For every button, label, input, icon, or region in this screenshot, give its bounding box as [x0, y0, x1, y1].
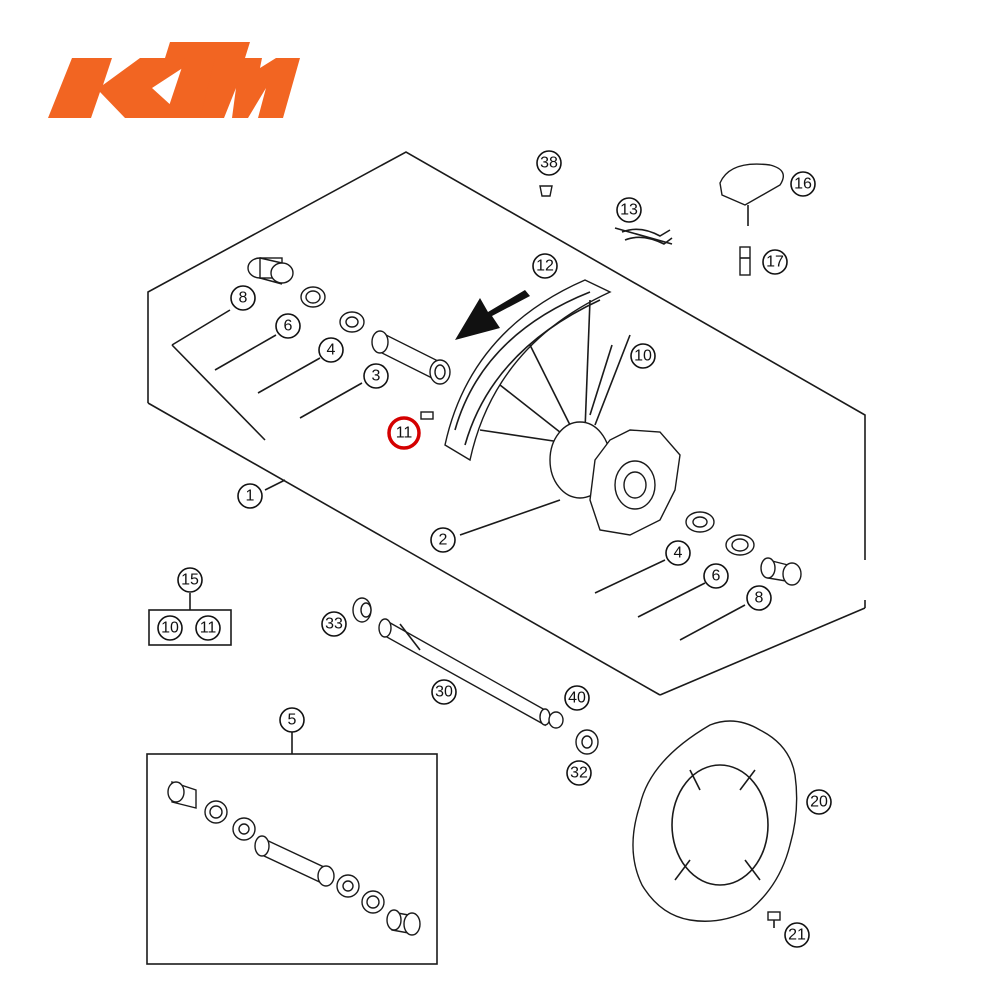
callout-1[interactable]: 1 [237, 483, 263, 509]
svg-text:21: 21 [788, 927, 806, 944]
valve-cap-38 [539, 185, 553, 197]
spoke-nipple-11 [420, 411, 434, 420]
svg-text:4: 4 [327, 342, 336, 359]
rim-12 [444, 279, 612, 462]
axle-nut-32 [575, 729, 599, 755]
callout-3[interactable]: 3 [363, 363, 389, 389]
svg-text:17: 17 [766, 254, 784, 271]
svg-text:1: 1 [246, 488, 255, 505]
callout-17[interactable]: 17 [762, 249, 788, 275]
leader-lines [171, 309, 746, 641]
callout-30[interactable]: 30 [431, 679, 457, 705]
svg-text:15: 15 [181, 572, 199, 589]
callout-40[interactable]: 40 [564, 685, 590, 711]
svg-text:3: 3 [372, 368, 381, 385]
callout-6-right[interactable]: 6 [703, 563, 729, 589]
svg-text:11: 11 [396, 425, 413, 442]
spacer-33 [352, 597, 372, 623]
distance-sleeve-3 [371, 330, 451, 385]
callout-10[interactable]: 10 [630, 343, 656, 369]
rim-tape-13 [614, 227, 673, 245]
svg-text:40: 40 [568, 690, 586, 707]
svg-text:6: 6 [712, 568, 721, 585]
svg-text:10: 10 [634, 348, 652, 365]
svg-text:30: 30 [435, 684, 453, 701]
callout-5[interactable]: 5 [279, 707, 305, 733]
callout-15[interactable]: 15 [177, 567, 203, 593]
seal-6-right [725, 534, 755, 556]
hub-2 [549, 421, 681, 536]
callout-33[interactable]: 33 [321, 611, 347, 637]
spacer-8-left [247, 257, 294, 285]
bearing-4-left [339, 311, 365, 333]
callout-15-sub-11[interactable]: 11 [195, 615, 221, 641]
svg-text:32: 32 [570, 765, 588, 782]
svg-text:13: 13 [620, 202, 638, 219]
svg-text:4: 4 [674, 545, 683, 562]
callout-4-right[interactable]: 4 [665, 540, 691, 566]
callout-13[interactable]: 13 [616, 197, 642, 223]
svg-text:2: 2 [439, 532, 448, 549]
nut-40 [548, 711, 564, 729]
bearing-4-right [685, 511, 715, 533]
callout-16[interactable]: 16 [790, 171, 816, 197]
kit-5-parts [167, 781, 421, 936]
callout-15-sub-10[interactable]: 10 [157, 615, 183, 641]
ktm-logo [48, 42, 300, 118]
callout-8-left[interactable]: 8 [230, 285, 256, 311]
svg-text:11: 11 [200, 620, 217, 637]
brake-disc-20 [632, 720, 798, 922]
callout-38[interactable]: 38 [536, 150, 562, 176]
svg-text:12: 12 [536, 258, 554, 275]
callout-20[interactable]: 20 [806, 789, 832, 815]
svg-text:20: 20 [810, 794, 828, 811]
bolt-21 [767, 911, 781, 928]
rim-lock-16 [719, 163, 784, 226]
callout-4-left[interactable]: 4 [318, 337, 344, 363]
svg-text:10: 10 [161, 620, 179, 637]
svg-text:5: 5 [288, 712, 297, 729]
spacer-8-right [760, 557, 802, 586]
seal-6-left [300, 286, 326, 308]
svg-text:8: 8 [755, 590, 764, 607]
callout-11-highlighted[interactable]: 11 [387, 416, 421, 450]
axle-30 [378, 618, 551, 727]
wheel-assembly-frame [147, 151, 866, 696]
rotation-arrow [455, 290, 530, 340]
svg-text:33: 33 [325, 616, 343, 633]
svg-text:38: 38 [540, 155, 558, 172]
nut-17 [739, 246, 751, 276]
svg-text:16: 16 [794, 176, 812, 193]
callout-6-left[interactable]: 6 [275, 313, 301, 339]
callout-2[interactable]: 2 [430, 527, 456, 553]
callout-21[interactable]: 21 [784, 922, 810, 948]
callout-12[interactable]: 12 [532, 253, 558, 279]
svg-text:8: 8 [239, 290, 248, 307]
svg-text:6: 6 [284, 318, 293, 335]
spokes-10 [479, 299, 631, 446]
callout-8-right[interactable]: 8 [746, 585, 772, 611]
callout-32[interactable]: 32 [566, 760, 592, 786]
